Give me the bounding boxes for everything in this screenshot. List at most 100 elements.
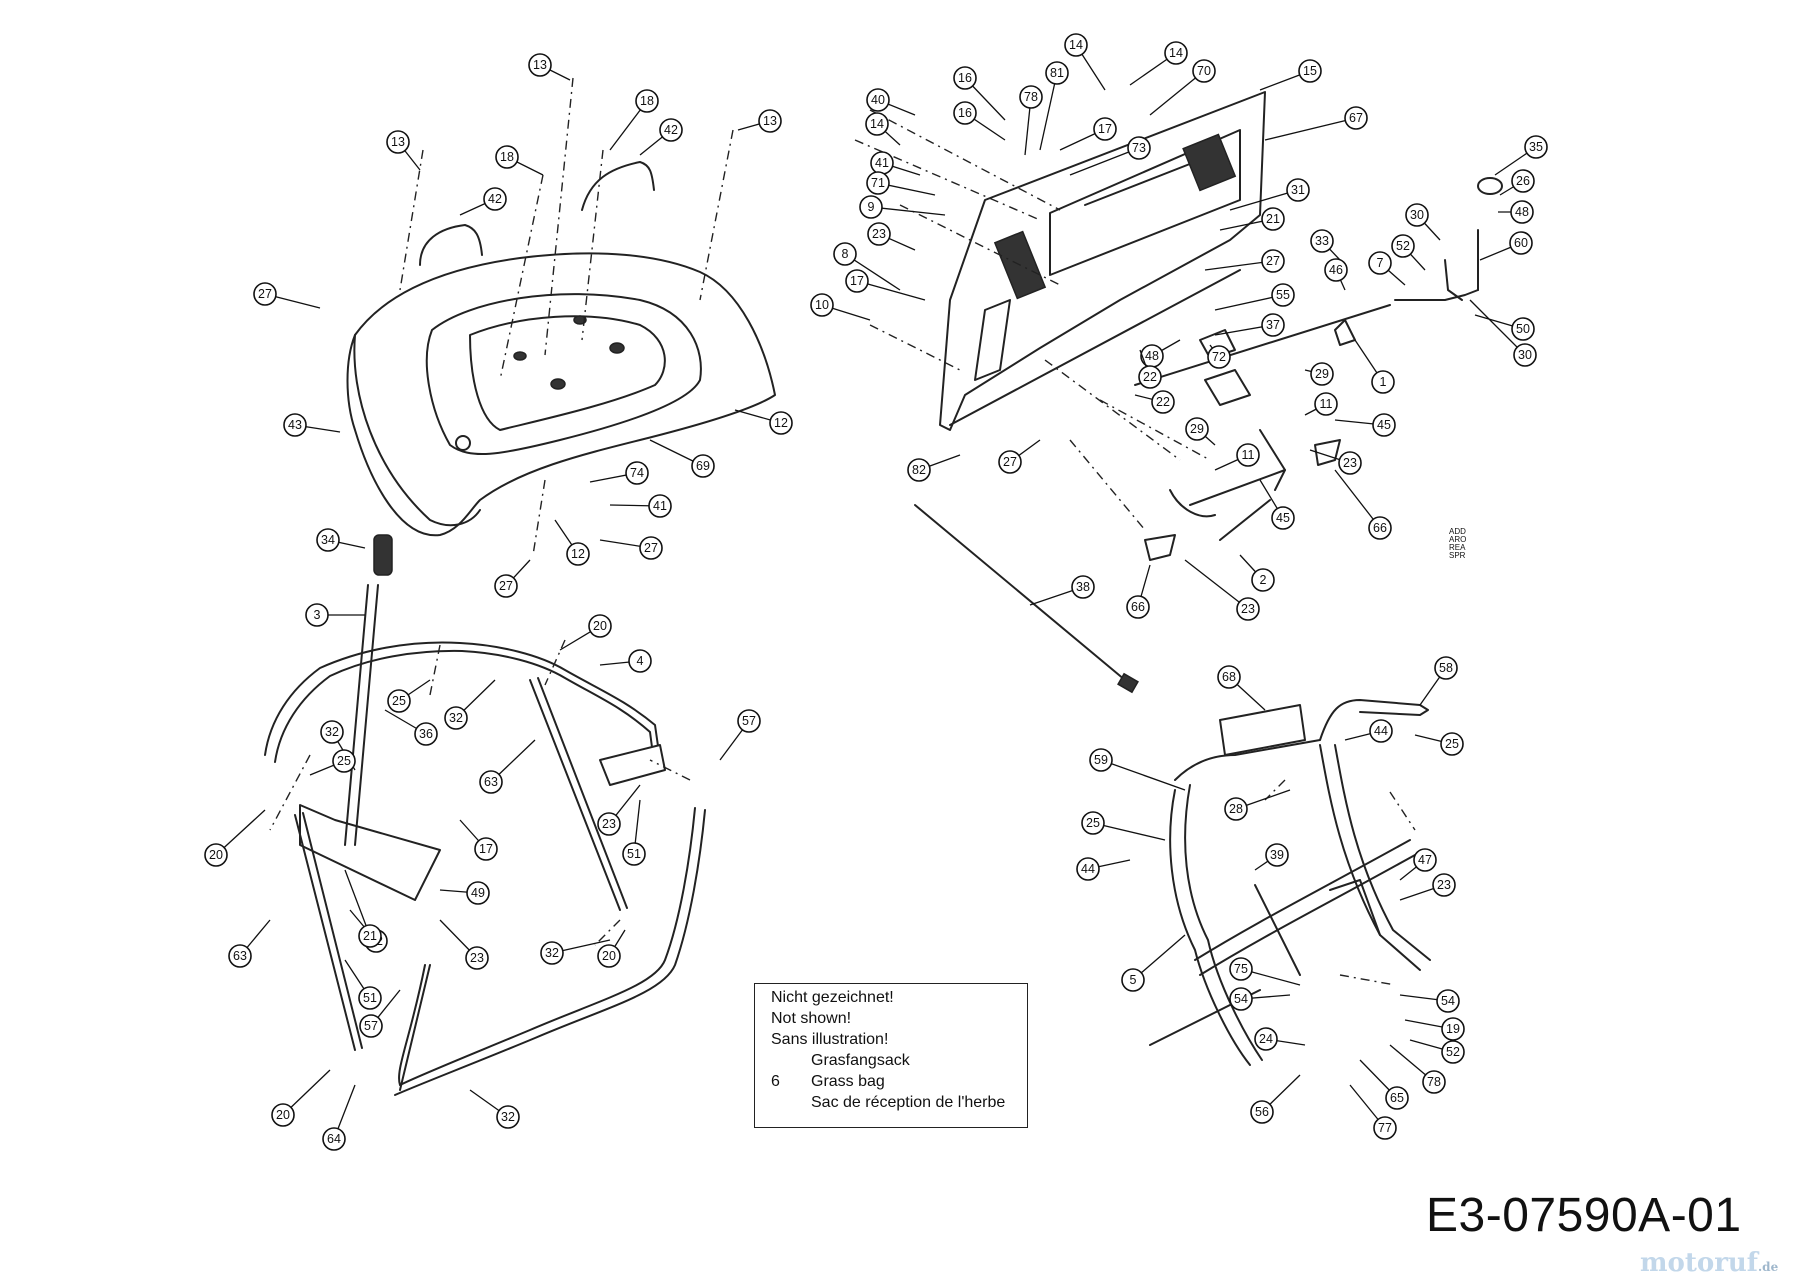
diagram-reference-code: E3-07590A-01 <box>1426 1189 1742 1242</box>
callout-balloon <box>1511 317 1535 341</box>
callout-number: 33 <box>1315 234 1329 248</box>
bracket-72 <box>1199 329 1236 359</box>
callout-balloon <box>1229 957 1253 981</box>
callout-number: 60 <box>1514 236 1528 250</box>
callout-balloon <box>479 770 503 794</box>
callout-number: 23 <box>602 817 616 831</box>
callout-number: 27 <box>258 287 272 301</box>
part-callout: 73 <box>1069 136 1151 176</box>
callout-number: 22 <box>1156 395 1170 409</box>
part-callout: 68 <box>1217 665 1266 711</box>
frame-64 <box>398 807 696 1086</box>
side-note-line: SPR <box>1449 551 1466 560</box>
callout-number: 36 <box>419 727 433 741</box>
callout-balloon <box>444 706 468 730</box>
callout-number: 81 <box>1050 66 1064 80</box>
callout-number: 66 <box>1131 600 1145 614</box>
part-callout: 64 <box>322 1084 356 1151</box>
callout-number: 14 <box>1069 38 1083 52</box>
callout-balloon <box>1405 203 1429 227</box>
bracket-48 <box>1204 369 1251 406</box>
part-callout: 58 <box>1419 656 1458 706</box>
callout-number: 71 <box>871 176 885 190</box>
not-shown-note-box: Nicht gezeichnet! Not shown! Sans illust… <box>754 983 1028 1128</box>
callout-number: 42 <box>664 123 678 137</box>
callout-number: 18 <box>500 150 514 164</box>
part-callout: 65 <box>1359 1059 1409 1110</box>
callout-balloon <box>907 458 931 482</box>
callout-number: 64 <box>327 1132 341 1146</box>
callout-number: 57 <box>742 714 756 728</box>
grip-34 <box>373 534 393 576</box>
callout-balloon <box>1121 968 1145 992</box>
callout-number: 63 <box>233 949 247 963</box>
callout-balloon <box>588 614 612 638</box>
callout-balloon <box>1298 59 1322 83</box>
callout-balloon <box>1372 413 1396 437</box>
part-callout: 66 <box>1334 469 1392 540</box>
callout-balloon <box>628 649 652 673</box>
bracket-23 <box>599 744 666 786</box>
callout-balloon <box>625 461 649 485</box>
callout-number: 31 <box>1291 183 1305 197</box>
callout-balloon <box>691 454 715 478</box>
callout-number: 7 <box>1377 256 1384 270</box>
lower-frame-assembly <box>1149 699 1431 1066</box>
shift-rod-3 <box>354 584 379 846</box>
lever-45b <box>1259 429 1286 491</box>
callout-number: 29 <box>1315 367 1329 381</box>
callout-number: 11 <box>1242 448 1255 462</box>
bracket-68 <box>1219 704 1306 756</box>
callout-balloon <box>622 842 646 866</box>
callout-balloon <box>1261 249 1285 273</box>
callout-number: 25 <box>1086 816 1100 830</box>
callout-balloon <box>1127 136 1151 160</box>
callout-balloon <box>204 843 228 867</box>
part-callout: 38 <box>1029 575 1095 606</box>
callout-number: 51 <box>363 991 377 1005</box>
callout-balloon <box>1076 857 1100 881</box>
part-callout: 21 <box>344 869 382 948</box>
part-callout: 2 <box>1239 554 1275 592</box>
note-item-name-fr: Sac de réception de l'herbe <box>811 1094 1006 1111</box>
callout-leader-line <box>1184 559 1249 610</box>
callout-number: 21 <box>363 929 377 943</box>
part-callout: 35 <box>1494 135 1548 176</box>
part-callout: 28 <box>1224 789 1291 821</box>
part-callout: 21 <box>1219 207 1285 231</box>
part-callout: 23 <box>1184 559 1260 621</box>
callout-number: 1 <box>1380 375 1387 389</box>
part-callout: 8 <box>833 242 901 291</box>
lever-45a <box>1169 489 1216 518</box>
part-callout: 78 <box>1389 1044 1446 1094</box>
callout-number: 8 <box>842 247 849 261</box>
callout-balloon <box>494 574 518 598</box>
part-callout: 45 <box>1259 479 1295 530</box>
part-callout: 25 <box>1414 732 1464 756</box>
callout-number: 37 <box>1266 318 1280 332</box>
callout-number: 13 <box>763 114 777 128</box>
part-callout: 3 <box>305 603 365 627</box>
callout-number: 32 <box>501 1110 515 1124</box>
callout-leader-line <box>1229 189 1299 211</box>
callout-number: 2 <box>1260 573 1267 587</box>
callout-number: 20 <box>593 619 607 633</box>
callout-leader-line <box>1069 147 1140 176</box>
strut-63a <box>294 814 356 1051</box>
frame-dash-lines <box>269 639 691 946</box>
callout-balloon <box>483 187 507 211</box>
callout-balloon <box>465 946 489 970</box>
handle-right <box>581 161 655 211</box>
part-callout: 32 <box>444 679 496 730</box>
callout-number: 44 <box>1081 862 1095 876</box>
callout-number: 27 <box>1003 455 1017 469</box>
part-callout: 81 <box>1039 61 1069 151</box>
part-callout: 69 <box>649 439 715 478</box>
callout-number: 13 <box>391 135 405 149</box>
callout-balloon <box>659 118 683 142</box>
callout-number: 32 <box>325 725 339 739</box>
callout-balloon <box>1019 85 1043 109</box>
part-callout: 14 <box>1129 41 1188 86</box>
callout-leader-line <box>1039 72 1058 151</box>
